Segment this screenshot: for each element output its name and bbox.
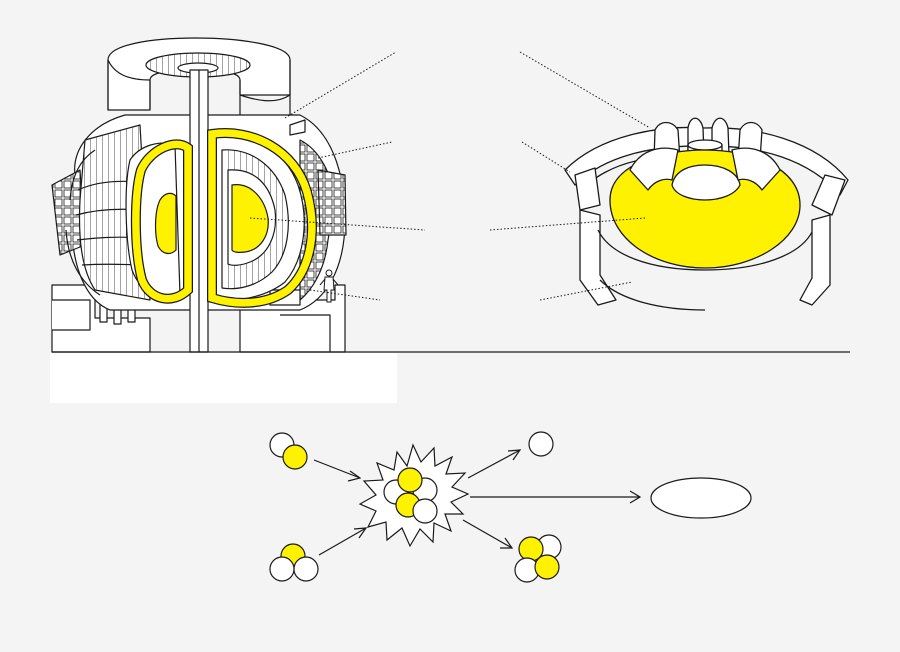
neutron-icon (528, 431, 554, 457)
helium-nucleus-icon (514, 534, 562, 583)
plasma-ring-highlight (130, 128, 317, 308)
fusion-burst-icon (358, 443, 470, 548)
product-arrows (462, 449, 642, 549)
caption-box (50, 353, 397, 403)
person-figure-icon (319, 269, 339, 303)
tritium-nucleus-icon (269, 543, 319, 582)
callout-leaders-right (489, 51, 651, 301)
callout-leaders-left (249, 51, 426, 301)
fusion-reaction (269, 431, 752, 583)
tokamak-reactor-cutaway-icon (51, 37, 347, 353)
deuterium-nucleus-icon (269, 432, 308, 470)
energy-ellipse-icon (650, 477, 752, 519)
reactant-arrows (313, 459, 368, 556)
torus-with-field-coils-icon (564, 117, 849, 311)
